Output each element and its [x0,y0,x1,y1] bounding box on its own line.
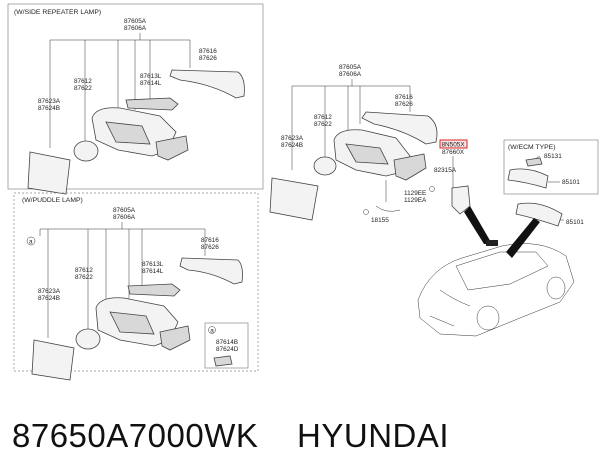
wiring-harness-part [375,180,401,212]
label-87614l: 87614L [142,268,164,275]
label-87616: 87616 [201,237,219,244]
pointer-arrow-mirror [506,218,540,258]
car-mirror-mount [486,240,498,246]
car-wheel-rear [476,305,500,331]
label-82315a: 82315A [434,167,457,174]
label-1129ea: 1129EA [404,197,427,204]
label-1129ee: 1129EE [404,190,426,197]
panel-ecm-type-frame [503,139,599,195]
mirror-base-part [155,135,189,161]
inset-marker-a-label: a [210,327,214,334]
label-87613l: 87613L [142,261,164,268]
car-detail-lines [429,289,471,327]
label-87606a: 87606A [124,25,147,32]
pointer-arrow-cover [464,206,492,244]
panel-side-repeater: (W/SIDE REPEATER LAMP) 87605A 87606A 876… [7,3,264,195]
leader-lines [39,222,206,338]
panel-ecm-type: (W/ECM TYPE) 85131 85101 [503,139,599,195]
panel-puddle-lamp: (W/PUDDLE LAMP) 87605A 87606A 87616 8762… [13,192,259,381]
label-87626: 87626 [395,101,413,108]
marker-a-circle [26,236,36,246]
label-87616: 87616 [199,48,217,55]
marker-a-label: a [29,239,33,246]
actuator-part [75,328,101,350]
brand-name: HYUNDAI [297,417,450,454]
label-87624b: 87624B [38,295,60,302]
mirror-glass-part [31,339,75,381]
label-87612: 87612 [75,267,93,274]
label-87606a: 87606A [339,71,362,78]
panel-side-repeater-frame [7,3,264,190]
label-87623a: 87623A [38,288,61,295]
highlight-box [439,139,468,149]
label-87605a: 87605A [124,18,147,25]
label-87612: 87612 [74,78,92,85]
label-87613l: 87613L [140,73,162,80]
panel-side-repeater-title: (W/SIDE REPEATER LAMP) [14,9,101,16]
mirror-housing-inner [345,143,389,165]
mirror-base-part [159,325,191,351]
label-87612: 87612 [314,114,332,121]
label-87616: 87616 [395,94,413,101]
label-87623a: 87623A [281,135,304,142]
label-87606a: 87606A [113,214,136,221]
label-87614b: 87614B [216,339,238,346]
cover-part-87660x [451,185,471,215]
inset-marker-a-circle [208,326,216,334]
label-87614l: 87614L [140,80,162,87]
highlight-label: 8N505X [442,142,466,149]
mirror-base-part [393,153,427,181]
mirror-cover-part [179,257,243,285]
mirror-cover-part [361,111,438,145]
label-18155: 18155 [371,217,389,224]
mirror-glass-part [269,177,319,221]
mirror-glass-part [27,151,71,195]
car-wheel-front [546,276,566,300]
part-number: 87650A7000WK [12,417,259,454]
repeater-lamp-part [127,283,181,297]
label-87660x: 87660X [442,149,465,156]
ecm-mirror-part [507,168,549,189]
car-body-outline [417,243,575,337]
panel-ecm-type-title: (W/ECM TYPE) [508,144,555,151]
ecm-cover-part [525,157,543,167]
label-87622: 87622 [74,85,92,92]
mirror-housing-inner [105,121,151,145]
mirror-housing-inner [109,311,155,335]
mirror-cover-part [169,69,245,99]
label-87626: 87626 [199,55,217,62]
puddle-lamp-part [213,355,233,367]
clip-part [363,209,369,215]
panel-main-assembly: 87605A 87606A 87616 87626 87612 87622 87… [269,64,584,337]
label-85131: 85131 [544,153,562,160]
leader-lines [49,33,191,148]
label-85101: 85101 [566,219,584,226]
label-87626: 87626 [201,244,219,251]
actuator-part [313,156,337,176]
label-87624b: 87624B [38,105,60,112]
label-87624d: 87624D [216,346,239,353]
label-87605a: 87605A [339,64,362,71]
label-87605a: 87605A [113,207,136,214]
caption: 87650A7000WK HYUNDAI [12,416,449,456]
rear-view-mirror-part [515,202,563,227]
bolt-part [429,186,435,192]
car-window-outline [455,251,549,291]
panel-puddle-lamp-title: (W/PUDDLE LAMP) [22,197,83,204]
label-85101: 85101 [562,179,580,186]
label-87622: 87622 [314,121,332,128]
actuator-part [73,140,99,162]
label-87623a: 87623A [38,98,61,105]
repeater-lamp-part [125,97,179,111]
puddle-lamp-inset-frame [204,322,249,369]
label-87622: 87622 [75,274,93,281]
panel-puddle-lamp-frame [13,192,259,372]
